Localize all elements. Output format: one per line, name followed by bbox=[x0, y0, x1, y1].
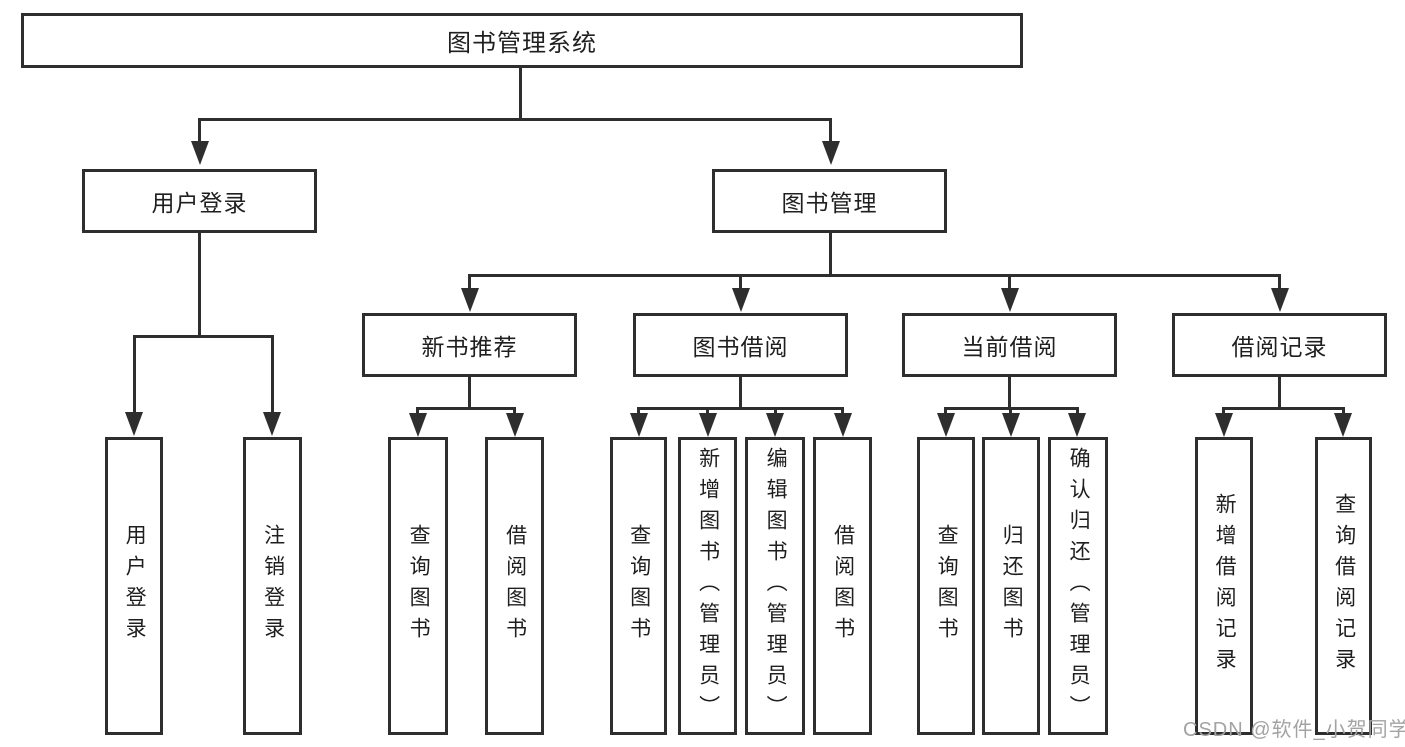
connector-line bbox=[416, 407, 419, 416]
leaf-return-book: 归还图书 bbox=[982, 437, 1040, 735]
node-root-system: 图书管理系统 bbox=[21, 13, 1023, 68]
connector-line bbox=[637, 407, 640, 416]
connector-line bbox=[774, 407, 777, 416]
arrowhead-icon bbox=[699, 413, 717, 437]
node-book-management: 图书管理 bbox=[712, 169, 947, 233]
connector-line bbox=[1278, 377, 1281, 410]
node-current-borrow: 当前借阅 bbox=[902, 313, 1117, 377]
leaf-user-login: 用户登录 bbox=[105, 437, 163, 735]
arrowhead-icon bbox=[1215, 413, 1233, 437]
leaf-label: 查询图书 bbox=[407, 524, 431, 648]
arrowhead-icon bbox=[766, 413, 784, 437]
connector-line bbox=[1222, 407, 1225, 416]
leaf-logout: 注销登录 bbox=[243, 437, 302, 735]
node-label: 借阅记录 bbox=[1231, 334, 1328, 360]
leaf-edit-book-admin: 编辑图书（管理员） bbox=[745, 437, 805, 735]
leaf-label: 注销登录 bbox=[261, 524, 285, 648]
arrowhead-icon bbox=[191, 141, 209, 165]
node-label: 图书管理系统 bbox=[447, 30, 597, 57]
connector-line bbox=[198, 118, 201, 144]
arrowhead-icon bbox=[1002, 413, 1020, 437]
node-label: 图书借阅 bbox=[692, 334, 789, 360]
connector-line bbox=[513, 407, 516, 416]
arrowhead-icon bbox=[834, 413, 852, 437]
connector-line bbox=[1009, 407, 1012, 416]
leaf-label: 查询借阅记录 bbox=[1332, 493, 1356, 679]
connector-line bbox=[1076, 407, 1079, 416]
arrowhead-icon bbox=[1001, 288, 1019, 312]
node-user-login: 用户登录 bbox=[82, 169, 317, 233]
connector-line bbox=[519, 68, 522, 121]
connector-line bbox=[198, 118, 832, 121]
connector-line bbox=[133, 335, 136, 413]
connector-line bbox=[829, 118, 832, 144]
node-book-borrow: 图书借阅 bbox=[633, 313, 848, 377]
leaf-label: 借阅图书 bbox=[503, 524, 527, 648]
arrowhead-icon bbox=[1068, 413, 1086, 437]
leaf-query-books: 查询图书 bbox=[917, 437, 975, 735]
node-label: 图书管理 bbox=[781, 190, 878, 216]
leaf-query-books: 查询图书 bbox=[610, 437, 667, 735]
leaf-add-borrow-record: 新增借阅记录 bbox=[1195, 437, 1253, 735]
arrowhead-icon bbox=[125, 412, 143, 436]
leaf-label: 归还图书 bbox=[1000, 524, 1024, 648]
leaf-query-borrow-record: 查询借阅记录 bbox=[1315, 437, 1372, 735]
connector-line bbox=[637, 407, 844, 410]
arrowhead-icon bbox=[409, 413, 427, 437]
node-borrow-records: 借阅记录 bbox=[1172, 313, 1387, 377]
node-label: 用户登录 bbox=[151, 190, 248, 216]
leaf-label: 借阅图书 bbox=[831, 524, 855, 648]
connector-line bbox=[133, 335, 274, 338]
arrowhead-icon bbox=[822, 141, 840, 165]
arrowhead-icon bbox=[1271, 288, 1289, 312]
arrowhead-icon bbox=[1334, 413, 1352, 437]
leaf-borrow-books: 借阅图书 bbox=[485, 437, 544, 735]
arrowhead-icon bbox=[630, 413, 648, 437]
leaf-label: 查询图书 bbox=[935, 524, 959, 648]
arrowhead-icon bbox=[461, 288, 479, 312]
leaf-label: 查询图书 bbox=[627, 524, 651, 648]
leaf-query-books: 查询图书 bbox=[388, 437, 448, 735]
leaf-add-book-admin: 新增图书（管理员） bbox=[678, 437, 737, 735]
leaf-label: 确认归还（管理员） bbox=[1067, 446, 1091, 726]
arrowhead-icon bbox=[506, 413, 524, 437]
arrowhead-icon bbox=[937, 413, 955, 437]
connector-line bbox=[706, 407, 709, 416]
watermark: CSDN @软件_小贺同学 bbox=[1183, 719, 1405, 741]
node-label: 新书推荐 bbox=[421, 334, 518, 360]
connector-line bbox=[944, 407, 947, 416]
connector-line bbox=[1278, 274, 1281, 292]
leaf-label: 用户登录 bbox=[123, 524, 147, 648]
connector-line bbox=[739, 274, 742, 292]
leaf-label: 新增图书（管理员） bbox=[696, 446, 720, 726]
node-label: 当前借阅 bbox=[961, 334, 1058, 360]
connector-line bbox=[841, 407, 844, 416]
arrowhead-icon bbox=[263, 412, 281, 436]
connector-line bbox=[198, 233, 201, 338]
connector-line bbox=[416, 407, 516, 410]
connector-line bbox=[468, 274, 1281, 277]
arrowhead-icon bbox=[732, 288, 750, 312]
leaf-label: 编辑图书（管理员） bbox=[764, 446, 788, 726]
connector-line bbox=[1342, 407, 1345, 416]
leaf-label: 新增借阅记录 bbox=[1213, 493, 1237, 679]
connector-line bbox=[829, 233, 832, 276]
leaf-borrow-books: 借阅图书 bbox=[813, 437, 872, 735]
node-new-book-recommend: 新书推荐 bbox=[362, 313, 577, 377]
connector-line bbox=[739, 377, 742, 410]
connector-line bbox=[1008, 377, 1011, 410]
connector-line bbox=[468, 274, 471, 292]
connector-line bbox=[1008, 274, 1011, 292]
connector-line bbox=[1222, 407, 1345, 410]
leaf-confirm-return-admin: 确认归还（管理员） bbox=[1048, 437, 1108, 735]
connector-line bbox=[271, 335, 274, 413]
connector-line bbox=[468, 377, 471, 410]
